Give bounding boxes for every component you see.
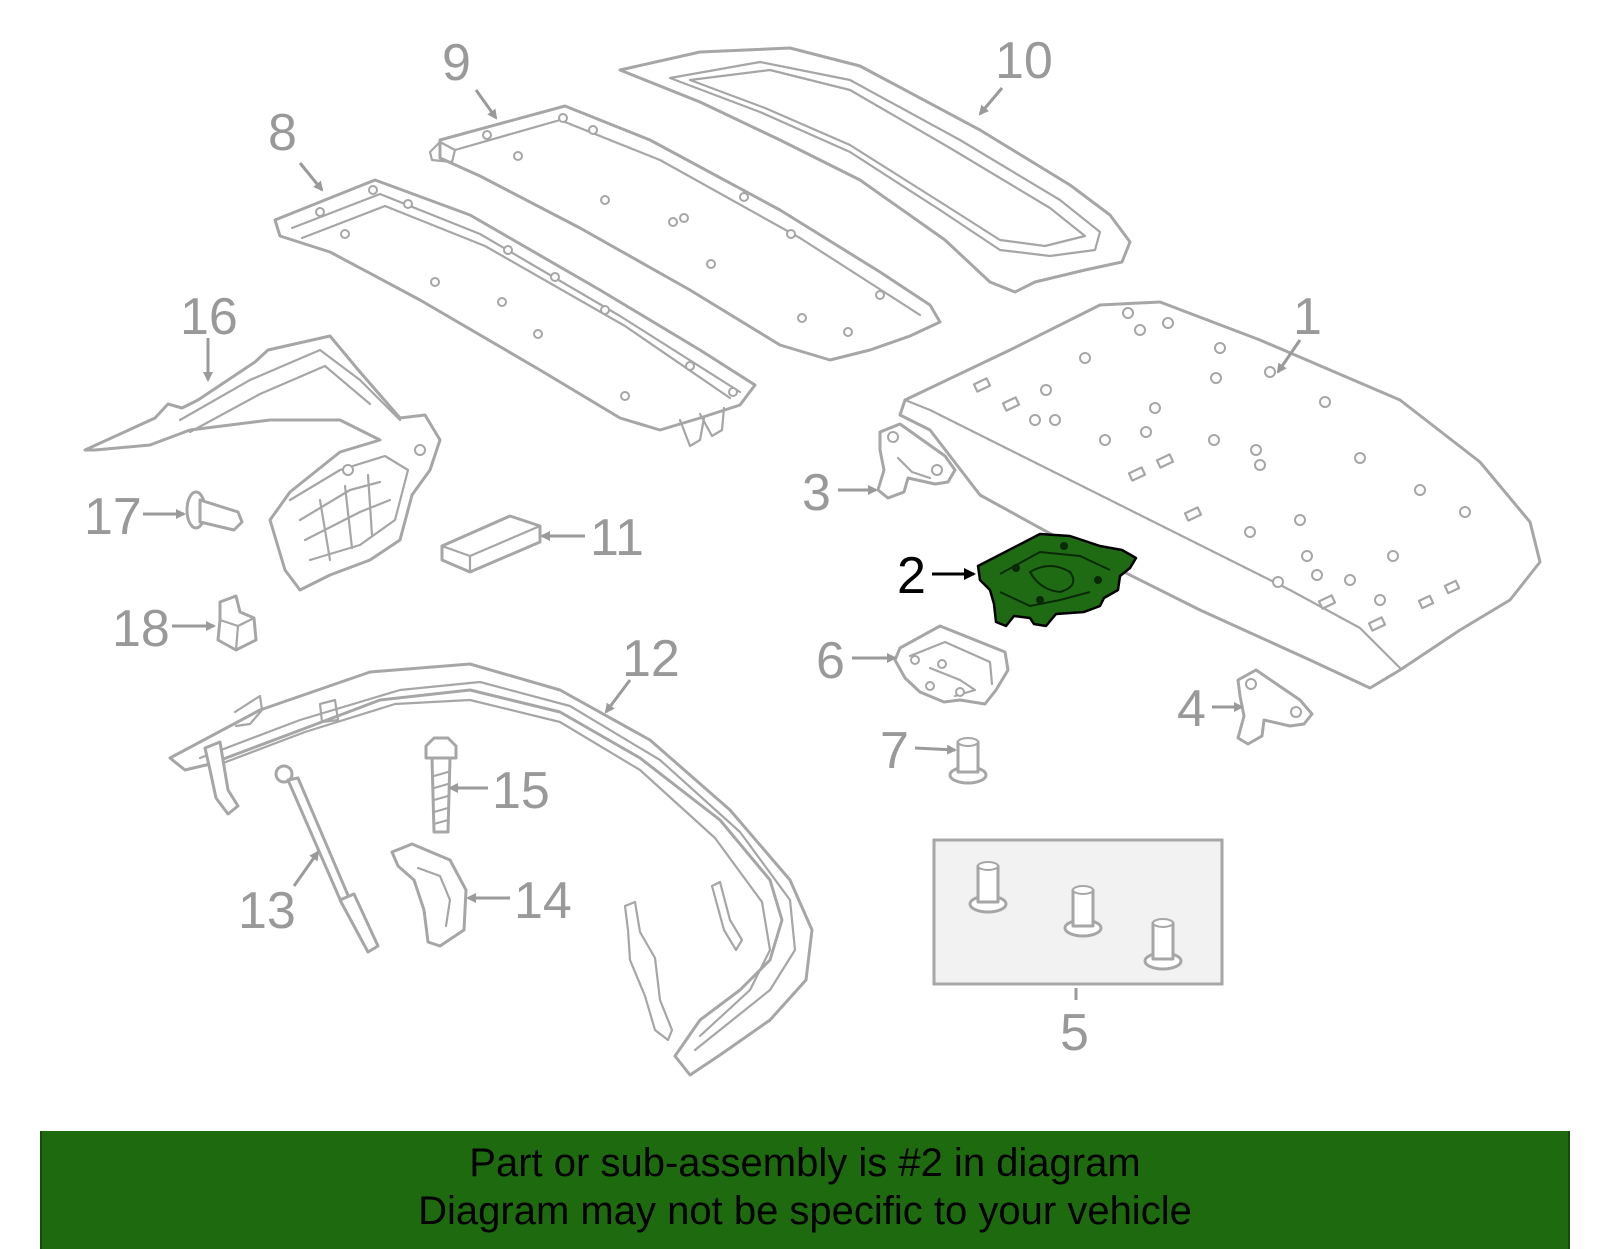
part-6-latch-bracket	[893, 624, 1010, 706]
callout-13: 13	[238, 882, 296, 940]
callout-17: 17	[84, 488, 142, 546]
part-14-bracket	[390, 842, 468, 948]
callout-4: 4	[1177, 680, 1206, 738]
part-11-pad	[440, 514, 542, 574]
banner-part-note: Part or sub-assembly is #2 in diagram	[469, 1141, 1141, 1185]
banner-disclaimer: Diagram may not be specific to your vehi…	[418, 1189, 1192, 1233]
callout-12: 12	[622, 630, 680, 688]
part-10-window-frame	[618, 46, 1132, 294]
part-8-front-panel	[273, 178, 757, 448]
callout-5: 5	[1060, 1004, 1089, 1062]
part-5-stud-kit	[932, 838, 1224, 986]
part-2-latch-assembly	[976, 532, 1138, 628]
part-15-bolt	[424, 736, 458, 834]
callout-18: 18	[112, 600, 170, 658]
part-13-gas-strut	[274, 764, 380, 954]
callout-14: 14	[514, 872, 572, 930]
callout-15: 15	[492, 762, 550, 820]
part-16-side-linkage	[83, 334, 442, 592]
callout-7: 7	[880, 722, 909, 780]
part-17-bolt	[185, 490, 244, 532]
part-4-bracket	[1236, 668, 1314, 746]
parts-diagram: 1 2 3 4 5 6 7 8 9 10 11 12 13 14 15 16 1…	[83, 32, 1542, 1077]
part-7-stud	[948, 737, 988, 785]
callout-6: 6	[816, 632, 845, 690]
part-3-bracket	[876, 422, 957, 500]
callout-9: 9	[442, 34, 471, 92]
callout-1: 1	[1293, 288, 1322, 346]
callout-8: 8	[268, 104, 297, 162]
callout-11: 11	[590, 509, 644, 567]
part-12-bow-frame	[168, 662, 814, 1077]
callout-2: 2	[897, 547, 926, 605]
part-1-rear-panel	[898, 300, 1542, 690]
callout-3: 3	[802, 464, 831, 522]
callout-numbers: 1 2 3 4 5 6 7 8 9 10 11 12 13 14 15 16 1…	[84, 32, 1322, 1062]
leader-lines	[143, 87, 1302, 1000]
part-18-clip	[216, 594, 258, 652]
info-banner: Part or sub-assembly is #2 in diagram Di…	[40, 1131, 1570, 1249]
callout-10: 10	[995, 32, 1053, 90]
callout-16: 16	[180, 288, 238, 346]
part-9-bow-panel	[428, 104, 942, 362]
